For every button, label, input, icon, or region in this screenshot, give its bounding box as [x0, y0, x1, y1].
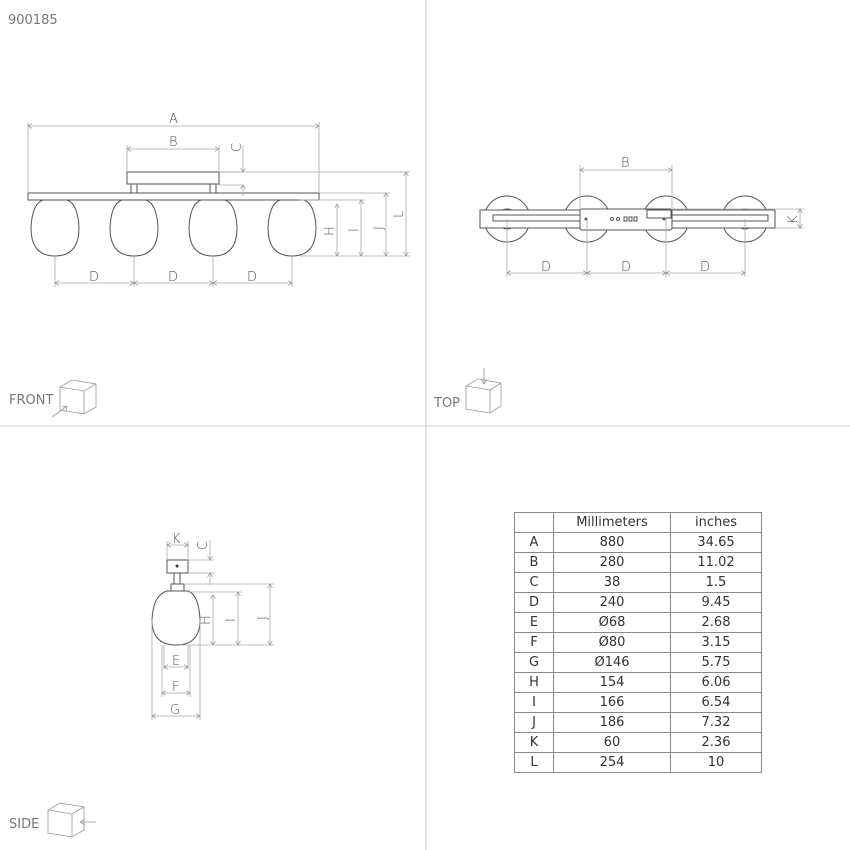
dim-label-d: D: [89, 270, 99, 285]
dimension-letter: E: [514, 612, 554, 633]
dimension-letter: A: [514, 532, 554, 553]
millimeters-value: 280: [553, 552, 671, 573]
millimeters-value: 880: [553, 532, 671, 553]
dim-label-d: D: [700, 260, 710, 275]
side-view-label: SIDE: [9, 817, 39, 832]
top-view-label: TOP: [433, 396, 460, 411]
dimension-letter: I: [514, 692, 554, 713]
side-cube-icon: [47, 802, 96, 838]
millimeters-value: 38: [553, 572, 671, 593]
inches-value: 5.75: [670, 652, 762, 673]
dim-label-f: F: [172, 680, 179, 695]
millimeters-value: 186: [553, 712, 671, 733]
product-code: 900185: [8, 13, 58, 28]
dim-label-a: A: [169, 112, 178, 127]
inches-value: 2.36: [670, 732, 762, 753]
dim-label-k: K: [786, 215, 801, 224]
inches-value: 2.68: [670, 612, 762, 633]
dimension-letter: K: [514, 732, 554, 753]
dim-label-g: G: [170, 703, 180, 718]
dim-label-h: H: [323, 226, 338, 236]
dim-label-i: I: [347, 228, 362, 232]
millimeters-value: 60: [553, 732, 671, 753]
dim-label-b: B: [169, 135, 178, 150]
header-millimeters: Millimeters: [553, 512, 671, 533]
millimeters-value: 154: [553, 672, 671, 693]
millimeters-value: Ø68: [553, 612, 671, 633]
front-cube-icon: [51, 379, 97, 418]
globe: [30, 199, 80, 257]
dim-label-i: I: [224, 618, 239, 622]
dim-label-j: J: [372, 226, 387, 230]
dim-label-e: E: [172, 654, 180, 669]
globe: [109, 199, 159, 257]
dim-label-j: J: [256, 616, 271, 620]
dimension-letter: G: [514, 652, 554, 673]
millimeters-value: Ø80: [553, 632, 671, 653]
header-cell: [514, 512, 554, 533]
dimension-letter: D: [514, 592, 554, 613]
inches-value: 1.5: [670, 572, 762, 593]
inches-value: 34.65: [670, 532, 762, 553]
globes: [30, 199, 317, 257]
dimension-letter: L: [514, 752, 554, 773]
inches-value: 9.45: [670, 592, 762, 613]
header-inches: inches: [670, 512, 762, 533]
stem: [130, 183, 138, 194]
dim-label-d: D: [621, 260, 631, 275]
stem: [209, 183, 217, 194]
top-cube-icon: [465, 368, 502, 414]
table-header-row: Millimeters inches: [514, 512, 762, 533]
dimension-letter: F: [514, 632, 554, 653]
inches-value: 10: [670, 752, 762, 773]
dim-label-l: L: [392, 211, 407, 218]
dim-label-d: D: [541, 260, 551, 275]
millimeters-value: 166: [553, 692, 671, 713]
side-view: K C H I J E F G: [152, 532, 274, 720]
inches-value: 6.54: [670, 692, 762, 713]
dim-label-k: K: [172, 532, 181, 547]
millimeters-value: 240: [553, 592, 671, 613]
dimension-letter: B: [514, 552, 554, 573]
dim-label-d: D: [247, 270, 257, 285]
millimeters-value: Ø146: [553, 652, 671, 673]
dimension-letter: H: [514, 672, 554, 693]
dim-label-d: D: [168, 270, 178, 285]
dimension-letter: C: [514, 572, 554, 593]
globe: [267, 199, 317, 257]
inches-value: 7.32: [670, 712, 762, 733]
bar: [27, 192, 320, 201]
front-view: A B C D D D H I J L: [28, 112, 410, 287]
dim-label-b: B: [621, 156, 630, 171]
canopy: [126, 171, 220, 185]
inches-value: 6.06: [670, 672, 762, 693]
front-view-label: FRONT: [9, 393, 53, 408]
inches-value: 11.02: [670, 552, 762, 573]
dim-label-c: C: [196, 541, 211, 550]
top-view: B D D D K: [479, 156, 804, 277]
dim-label-c: C: [230, 143, 245, 152]
dim-label-h: H: [199, 615, 214, 625]
inches-value: 3.15: [670, 632, 762, 653]
millimeters-value: 254: [553, 752, 671, 773]
dimension-letter: J: [514, 712, 554, 733]
globe: [188, 199, 238, 257]
